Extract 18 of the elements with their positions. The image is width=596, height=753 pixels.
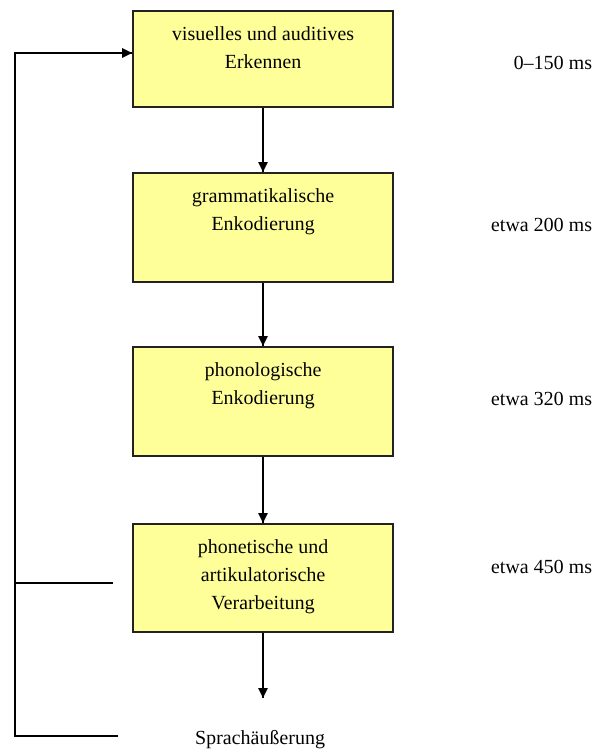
process-box — [132, 172, 394, 283]
duration-label: etwa 200 ms — [490, 213, 592, 237]
arrow — [258, 457, 268, 523]
box-label: phonetische und artikulatorische Verarbeitung — [196, 535, 330, 616]
arrow — [14, 48, 132, 737]
box-label: phonologische Enkodierung — [204, 358, 322, 411]
box-label: grammatikalische Enkodierung — [190, 184, 336, 237]
output-text: Sprachäußerung — [118, 698, 402, 752]
process-box — [132, 346, 394, 457]
arrow — [258, 633, 268, 698]
duration-label: etwa 320 ms — [490, 387, 592, 411]
process-box — [132, 523, 394, 633]
duration-label: 0–150 ms — [514, 51, 592, 75]
arrow — [258, 283, 268, 346]
arrow — [258, 108, 268, 172]
process-box — [132, 10, 394, 108]
box-label: visuelles und auditives Erkennen — [170, 22, 356, 75]
duration-label: etwa 450 ms — [490, 555, 592, 579]
